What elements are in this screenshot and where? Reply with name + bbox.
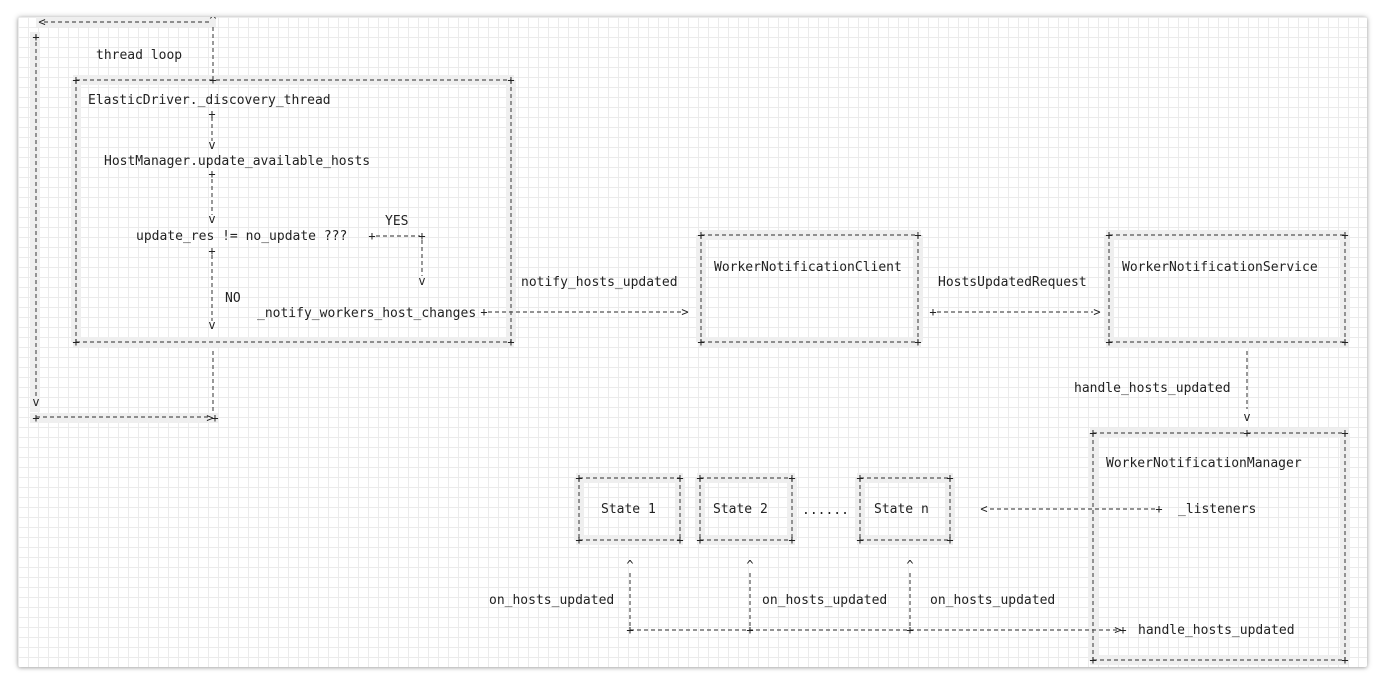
on-hosts-updated-edge-label-2: on_hosts_updated: [762, 593, 887, 608]
update-available-hosts-label: HostManager.update_available_hosts: [104, 154, 370, 169]
corner-plus-glyph: +: [209, 73, 216, 87]
corner-plus-glyph: +: [696, 533, 703, 547]
corner-plus-glyph: +: [1119, 623, 1126, 637]
worker-notification-service-box-bottom-strip: [1106, 337, 1348, 347]
corner-plus-glyph: +: [1243, 426, 1250, 440]
corner-plus-glyph: +: [697, 228, 704, 242]
state-n-label: State n: [874, 502, 929, 517]
worker-notification-service-box-left-strip: [1104, 235, 1114, 342]
on-hosts-updated-edge-label-1: on_hosts_updated: [489, 593, 614, 608]
corner-plus-glyph: +: [914, 228, 921, 242]
arrow-down-glyph: v: [32, 395, 39, 409]
arrow-down-glyph: v: [208, 138, 215, 152]
state-2-label: State 2: [713, 502, 768, 517]
arrow-up-glyph: ^: [906, 558, 913, 572]
corner-plus-glyph: +: [211, 411, 218, 425]
worker-notification-client-box-right-strip: [913, 235, 923, 342]
discovery-thread-label: ElasticDriver._discovery_thread: [88, 93, 331, 108]
state-1-label: State 1: [601, 502, 656, 517]
corner-plus-glyph: +: [929, 305, 936, 319]
worker-notification-service-box-right-strip: [1340, 235, 1350, 342]
arrow-right-glyph: >: [1093, 305, 1100, 319]
corner-plus-glyph: +: [72, 335, 79, 349]
corner-plus-glyph: +: [418, 229, 425, 243]
corner-plus-glyph: +: [676, 533, 683, 547]
corner-plus-glyph: +: [32, 411, 39, 425]
listeners-label: _listeners: [1178, 502, 1256, 517]
discovery-thread-box-left-strip: [71, 80, 81, 342]
corner-plus-glyph: +: [1155, 502, 1162, 516]
worker-notification-client-label: WorkerNotificationClient: [714, 260, 902, 275]
worker-notification-service-box-top-strip: [1106, 230, 1348, 240]
corner-plus-glyph: +: [1105, 228, 1112, 242]
loop-frame-left-strip: [30, 32, 40, 412]
worker-notification-service-label: WorkerNotificationService: [1122, 260, 1318, 275]
corner-plus-glyph: +: [72, 73, 79, 87]
ellipsis-label: ......: [802, 503, 849, 518]
ascii-flow-diagram: <^++v+>++++++v+v+v++v+>+++++>++++v+++++<…: [30, 17, 1350, 667]
corner-plus-glyph: +: [1089, 426, 1096, 440]
yes-label: YES: [385, 214, 408, 229]
notify-hosts-updated-edge-label: notify_hosts_updated: [521, 275, 678, 290]
discovery-thread-box-right-strip: [506, 80, 516, 342]
arrow-left-glyph: <: [38, 17, 45, 29]
loop-frame-top-strip: [36, 17, 216, 27]
corner-plus-glyph: +: [1341, 228, 1348, 242]
corner-plus-glyph: +: [575, 471, 582, 485]
handle-hosts-updated-edge-label-1: handle_hosts_updated: [1074, 381, 1231, 396]
arrow-right-glyph: >: [681, 305, 688, 319]
corner-plus-glyph: +: [32, 30, 39, 44]
corner-plus-glyph: +: [856, 471, 863, 485]
corner-plus-glyph: +: [914, 335, 921, 349]
corner-plus-glyph: +: [696, 471, 703, 485]
worker-notification-client-box-left-strip: [696, 235, 706, 342]
notify-workers-label: _notify_workers_host_changes: [257, 306, 476, 321]
arrow-up-glyph: ^: [746, 558, 753, 572]
loop-frame-bottom-strip: [30, 413, 218, 423]
worker-notification-manager-label: WorkerNotificationManager: [1106, 456, 1302, 471]
corner-plus-glyph: +: [368, 229, 375, 243]
diagram-canvas: <^++v+>++++++v+v+v++v+>+++++>++++v+++++<…: [18, 17, 1367, 667]
corner-plus-glyph: +: [1341, 653, 1348, 667]
condition-label: update_res != no_update ???: [136, 229, 347, 244]
corner-plus-glyph: +: [1089, 653, 1096, 667]
thread-loop-label: thread loop: [96, 48, 182, 63]
arrow-right-glyph: >: [1114, 623, 1121, 637]
corner-plus-glyph: +: [1341, 335, 1348, 349]
arrow-left-glyph: <: [980, 502, 987, 516]
corner-plus-glyph: +: [1341, 426, 1348, 440]
corner-plus-glyph: +: [208, 244, 215, 258]
corner-plus-glyph: +: [906, 623, 913, 637]
arrow-up-glyph: ^: [209, 17, 216, 27]
corner-plus-glyph: +: [746, 623, 753, 637]
corner-plus-glyph: +: [788, 533, 795, 547]
corner-plus-glyph: +: [788, 471, 795, 485]
arrow-down-glyph: v: [208, 212, 215, 226]
corner-plus-glyph: +: [697, 335, 704, 349]
corner-plus-glyph: +: [575, 533, 582, 547]
corner-plus-glyph: +: [208, 167, 215, 181]
corner-plus-glyph: +: [626, 623, 633, 637]
no-label: NO: [225, 291, 241, 306]
corner-plus-glyph: +: [208, 107, 215, 121]
on-hosts-updated-edge-label-3: on_hosts_updated: [930, 593, 1055, 608]
corner-plus-glyph: +: [507, 335, 514, 349]
arrow-down-glyph: v: [418, 274, 425, 288]
corner-plus-glyph: +: [507, 73, 514, 87]
arrow-down-glyph: v: [1243, 410, 1250, 424]
arrow-up-glyph: ^: [626, 558, 633, 572]
arrow-right-glyph: >: [206, 411, 213, 425]
corner-plus-glyph: +: [946, 533, 953, 547]
corner-plus-glyph: +: [1105, 335, 1112, 349]
corner-plus-glyph: +: [480, 305, 487, 319]
handle-hosts-updated-edge-label-2: handle_hosts_updated: [1138, 623, 1295, 638]
arrow-down-glyph: v: [208, 318, 215, 332]
corner-plus-glyph: +: [676, 471, 683, 485]
corner-plus-glyph: +: [946, 471, 953, 485]
hosts-updated-request-edge-label: HostsUpdatedRequest: [938, 275, 1087, 290]
corner-plus-glyph: +: [856, 533, 863, 547]
